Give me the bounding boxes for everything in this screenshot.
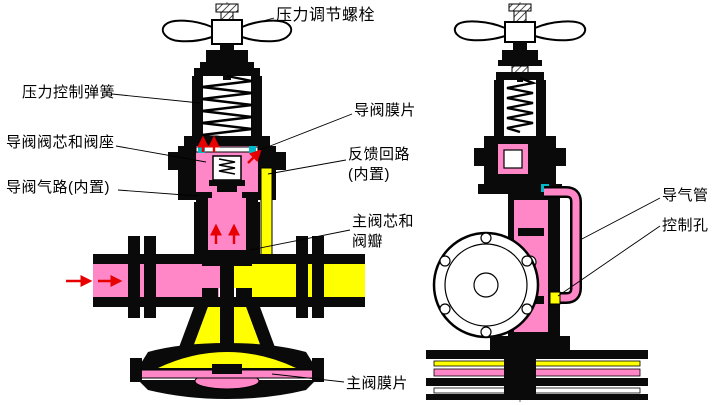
label-air-tube: 导气管: [662, 187, 709, 204]
main-body: [93, 236, 365, 318]
control-hole: [549, 291, 561, 305]
control-spring: [192, 68, 262, 140]
air-tube: [541, 184, 582, 305]
label-control-hole: 控制孔: [662, 217, 709, 234]
leader-lines: [111, 17, 661, 383]
diaphragm-side: [433, 368, 641, 377]
outlet-flange: [296, 236, 308, 318]
label-pressure-adjust-bolt: 压力调节螺栓: [276, 7, 376, 24]
control-spring-side: [494, 72, 546, 136]
label-feedback-loop: 反馈回路 (内置): [348, 146, 411, 183]
main-diaphragm-chamber: [130, 307, 324, 399]
handwheel: [161, 3, 293, 68]
label-pilot-gas-path: 导阀气路(内置): [6, 179, 110, 196]
pilot-diaphragm: [195, 146, 259, 153]
inlet-flange: [128, 236, 140, 318]
base-side: [426, 336, 648, 400]
feedback-flow-arrow: [247, 149, 262, 164]
label-control-spring: 压力控制弹簧: [22, 84, 116, 101]
pilot-core: [212, 155, 242, 181]
pilot-seat: [209, 180, 245, 186]
handwheel-side: [453, 3, 587, 75]
label-main-core-disc: 主阀芯和 阀瓣: [352, 213, 415, 250]
left-valve-section: [93, 3, 365, 399]
front-flange: [432, 231, 540, 339]
label-pilot-diaphragm: 导阀膜片: [354, 102, 417, 119]
main-seat: [202, 288, 218, 297]
label-pilot-core-seat: 导阀阀芯和阀座: [6, 134, 115, 151]
label-main-diaphragm: 主阀膜片: [346, 375, 409, 392]
pilot-valve: [168, 136, 286, 202]
right-valve-section: [426, 3, 648, 400]
pilot-valve-side: [474, 136, 566, 194]
flow-arrows: [66, 135, 262, 287]
